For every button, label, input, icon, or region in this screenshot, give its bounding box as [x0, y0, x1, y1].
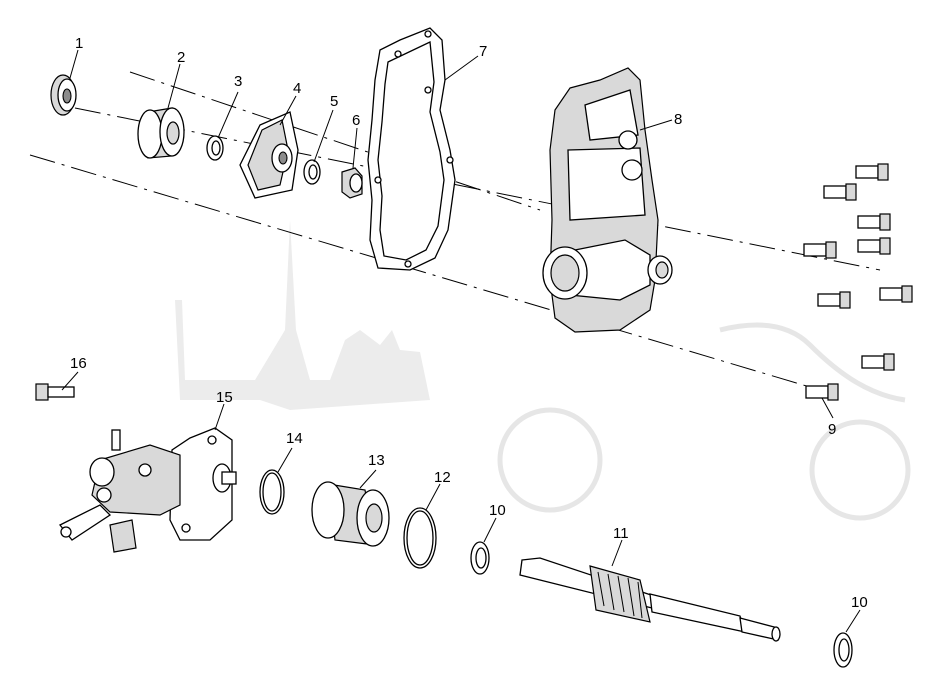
- part-6-nut: [341, 167, 363, 199]
- callout-1: 1: [75, 35, 83, 52]
- center-lines: [29, 71, 881, 391]
- callout-12: 12: [434, 469, 451, 486]
- leader-lines: [61, 49, 861, 633]
- part-9-bolts: [803, 163, 913, 401]
- part-13-oil-strainer: [311, 481, 390, 547]
- part-5-washer: [303, 159, 321, 185]
- callout-10-left: 10: [489, 502, 506, 519]
- callout-11: 11: [613, 525, 629, 542]
- part-15-oil-pump: [58, 427, 237, 553]
- callout-15: 15: [216, 389, 233, 406]
- callout-2: 2: [177, 49, 185, 66]
- part-10-washer-left: [470, 541, 490, 575]
- part-14-o-ring: [259, 469, 285, 515]
- callouts: 1 2 3 4 5 6 7 8 9 10 10 11 12 13 14 15 1…: [70, 35, 868, 611]
- part-1-seal: [50, 74, 77, 116]
- part-12-o-ring: [403, 507, 437, 569]
- callout-6: 6: [352, 112, 360, 129]
- part-11-drive-shaft: [519, 557, 781, 642]
- callout-14: 14: [286, 430, 303, 447]
- part-3-washer: [206, 135, 224, 161]
- callout-13: 13: [368, 452, 385, 469]
- callout-8: 8: [674, 111, 682, 128]
- watermark: [175, 220, 911, 521]
- part-4-impeller: [239, 111, 299, 199]
- part-7-gasket: [367, 27, 456, 271]
- part-2-bearing: [137, 107, 185, 159]
- part-10-washer-right: [833, 632, 853, 668]
- callout-16: 16: [70, 355, 87, 372]
- part-16-bolt: [35, 383, 75, 401]
- callout-9: 9: [828, 421, 836, 438]
- callout-7: 7: [479, 43, 487, 60]
- callout-10-right: 10: [851, 594, 868, 611]
- callout-4: 4: [293, 80, 301, 97]
- callout-3: 3: [234, 73, 242, 90]
- callout-5: 5: [330, 93, 338, 110]
- part-8-water-pump-cover: [542, 67, 673, 333]
